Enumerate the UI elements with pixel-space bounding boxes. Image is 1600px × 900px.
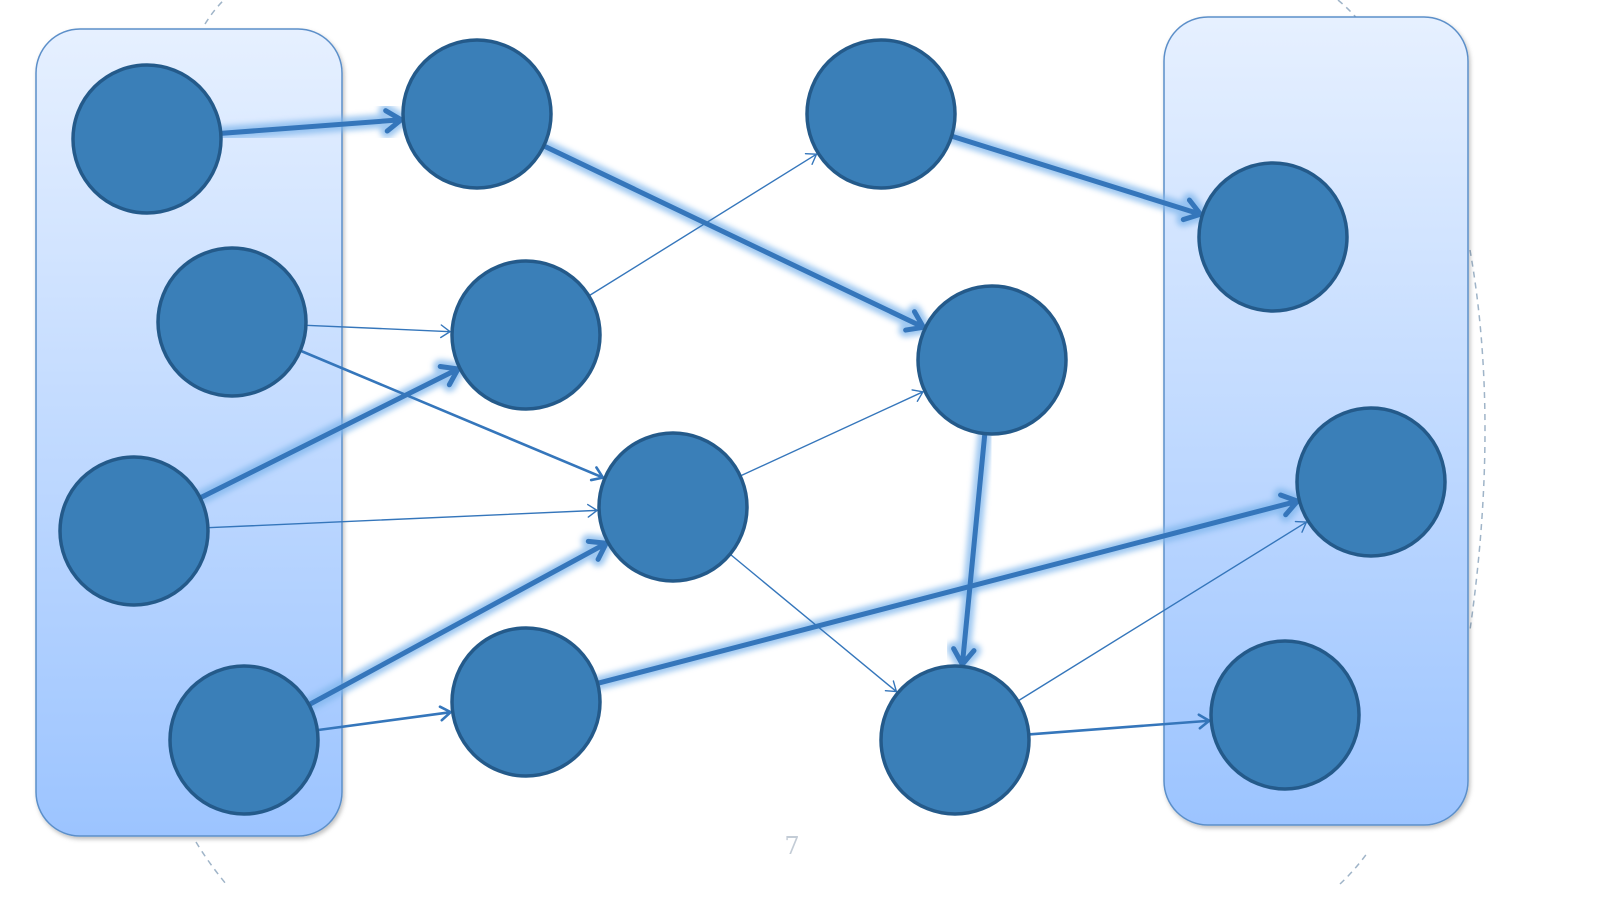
edges <box>197 108 1308 736</box>
node-n3 <box>58 455 210 607</box>
node-n8 <box>450 626 602 778</box>
decorative-arc <box>1469 249 1486 631</box>
edge-n11-to-n13 <box>1017 520 1308 702</box>
edge-n2-to-n6 <box>305 324 451 339</box>
node-n13 <box>1295 406 1447 558</box>
background-decoration <box>195 0 1486 885</box>
decorative-arc <box>195 841 227 885</box>
node-n1 <box>71 63 223 215</box>
node-n4 <box>168 664 320 816</box>
nodes <box>58 38 1447 816</box>
decorative-arc <box>204 0 225 25</box>
edge-n3-to-n6 <box>197 363 461 501</box>
edge-n1-to-n5 <box>218 108 404 136</box>
node-n6 <box>450 259 602 411</box>
edge-n5-to-n10 <box>541 143 926 333</box>
edge-n6-to-n9 <box>588 152 818 297</box>
edge-n10-to-n11 <box>951 431 988 667</box>
node-n10 <box>916 284 1068 436</box>
edge-n7-to-n11 <box>729 553 898 693</box>
edge-n4-to-n8 <box>316 705 452 732</box>
edge-n11-to-n14 <box>1027 713 1211 736</box>
edge-n2-to-n7 <box>298 349 605 482</box>
decorative-arc <box>1337 0 1361 23</box>
decorative-arc <box>1339 851 1369 885</box>
edge-n7-to-n10 <box>739 389 924 477</box>
edge-n9-to-n12 <box>949 133 1203 223</box>
node-n11 <box>879 664 1031 816</box>
node-n14 <box>1209 639 1361 791</box>
edge-n8-to-n13 <box>595 492 1300 686</box>
page-number: 7 <box>784 832 800 860</box>
node-n2 <box>156 246 308 398</box>
node-n7 <box>597 431 749 583</box>
edge-n4-to-n7 <box>306 538 609 708</box>
node-n5 <box>401 38 553 190</box>
edge-n3-to-n7 <box>207 503 598 529</box>
edge-glows <box>193 103 1305 712</box>
node-n9 <box>805 38 957 190</box>
node-n12 <box>1197 161 1349 313</box>
